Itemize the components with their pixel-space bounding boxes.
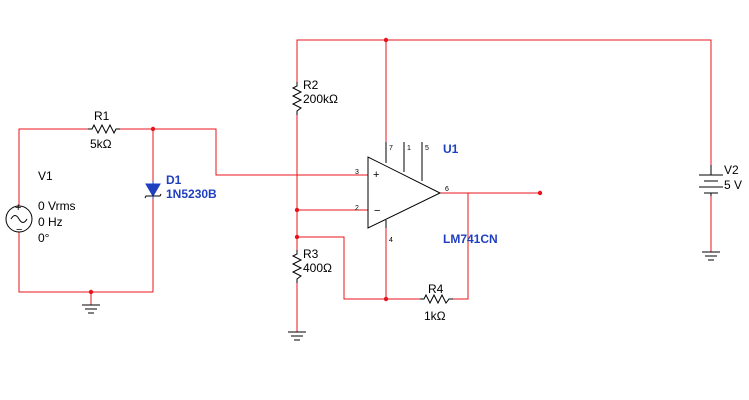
svg-text:−: − <box>374 205 380 217</box>
r3-ref: R3 <box>303 247 319 261</box>
ground-symbol <box>82 304 100 314</box>
u1-pin-7: 7 <box>389 145 393 152</box>
r1-value: 5kΩ <box>90 137 112 151</box>
u1-pin-6: 6 <box>445 186 449 193</box>
junctions <box>88 37 543 302</box>
v2-value: 5 V <box>724 178 742 192</box>
wires <box>18 39 712 332</box>
r2-ref: R2 <box>303 78 319 92</box>
r2-resistor[interactable] <box>291 82 303 115</box>
r4-value: 1kΩ <box>424 309 446 323</box>
d1-zener-diode[interactable] <box>144 181 162 199</box>
u1-value: LM741CN <box>443 232 498 246</box>
r4-resistor[interactable] <box>420 293 453 305</box>
junction-dot <box>294 207 300 213</box>
d1-value: 1N5230B <box>166 187 217 201</box>
ground-symbol <box>288 331 306 341</box>
u1-pin-5: 5 <box>425 145 429 152</box>
svg-text:+: + <box>15 202 21 214</box>
r4-ref: R4 <box>428 282 444 296</box>
r2-value: 200kΩ <box>303 92 338 106</box>
r1-ref: R1 <box>94 109 110 123</box>
junction-dot <box>150 126 156 132</box>
u1-pin-4: 4 <box>389 237 393 244</box>
junction-dot <box>294 234 300 240</box>
v1-phase: 0° <box>38 231 50 245</box>
v1-amplitude: 0 Vrms <box>38 199 76 213</box>
d1-ref: D1 <box>166 173 182 187</box>
u1-pin-3: 3 <box>355 169 359 176</box>
svg-text:−: − <box>16 224 22 236</box>
junction-dot <box>383 296 389 302</box>
v1-ac-source[interactable]: + − <box>5 200 33 236</box>
ground-symbol <box>702 251 720 261</box>
u1-pin-2: 2 <box>355 205 359 212</box>
junction-dot <box>88 289 94 295</box>
u1-pin-1: 1 <box>407 145 411 152</box>
u1-opamp[interactable]: + − <box>367 142 442 229</box>
r3-value: 400Ω <box>303 261 332 275</box>
v1-frequency: 0 Hz <box>38 215 63 229</box>
v2-ref: V2 <box>724 163 739 177</box>
v1-ref: V1 <box>38 169 53 183</box>
r1-resistor[interactable] <box>88 123 120 135</box>
v2-dc-source[interactable] <box>699 165 723 196</box>
output-probe-dot[interactable] <box>537 190 543 196</box>
junction-dot <box>383 37 389 43</box>
svg-text:+: + <box>373 169 379 181</box>
u1-ref: U1 <box>443 142 459 156</box>
r3-resistor[interactable] <box>291 250 303 283</box>
